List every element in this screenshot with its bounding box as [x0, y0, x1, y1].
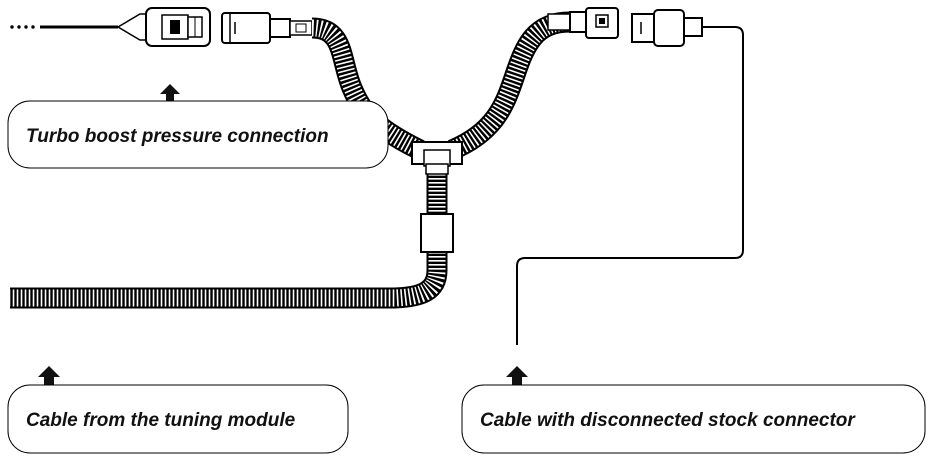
callout-stock-connector: Cable with disconnected stock connector — [461, 384, 926, 454]
harness-connector-right — [547, 7, 619, 39]
harness-connector-left — [221, 12, 313, 44]
callout-turbo-boost-label: Turbo boost pressure connection — [26, 126, 329, 147]
stock-connector — [631, 9, 703, 47]
callout-tuning-module: Cable from the tuning module — [7, 384, 349, 454]
turbo-pressure-lead — [10, 13, 149, 41]
callout-turbo-boost: Turbo boost pressure connection — [7, 100, 389, 169]
arrow-up-icon — [38, 366, 60, 385]
callout-tuning-module-label: Cable from the tuning module — [26, 410, 296, 431]
callout-stock-connector-label: Cable with disconnected stock connector — [480, 410, 856, 431]
turbo-pressure-connector — [145, 7, 211, 47]
harness-sleeve — [420, 213, 454, 253]
stock-wire — [516, 26, 744, 345]
harness-branch-right — [447, 11, 571, 160]
arrow-up-icon — [160, 84, 180, 101]
harness-t-junction — [411, 141, 463, 175]
harness-trunk — [10, 170, 448, 309]
arrow-up-icon — [506, 366, 528, 385]
